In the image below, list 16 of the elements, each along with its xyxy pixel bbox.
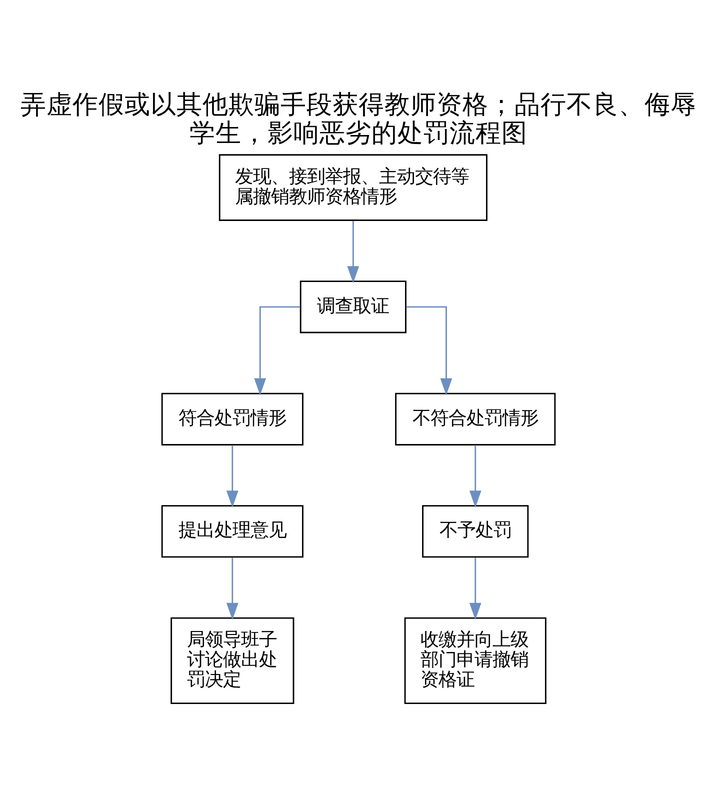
node-box: 局领导班子讨论做出处罚决定 [170,617,294,704]
arrow [469,445,482,508]
node-box: 不予处罚 [422,505,529,558]
arrow [347,220,360,284]
node-box: 符合处罚情形 [161,392,304,446]
arrow [226,445,238,508]
arrow [254,306,300,396]
node-box: 提出处理意见 [161,505,304,558]
arrow [226,558,238,620]
node-box: 不符合处罚情形 [395,392,556,446]
arrow [406,306,452,396]
arrow [469,558,482,620]
node-box: 调查取证 [300,280,406,334]
diagram-title: 弄虚作假或以其他欺骗手段获得教师资格；品行不良、侮辱学生，影响恶劣的处罚流程图 [20,90,696,148]
node-box: 发现、接到举报、主动交待等属撤销教师资格情形 [218,154,488,221]
node-box: 收缴并向上级部门申请撤销资格证 [404,617,546,704]
